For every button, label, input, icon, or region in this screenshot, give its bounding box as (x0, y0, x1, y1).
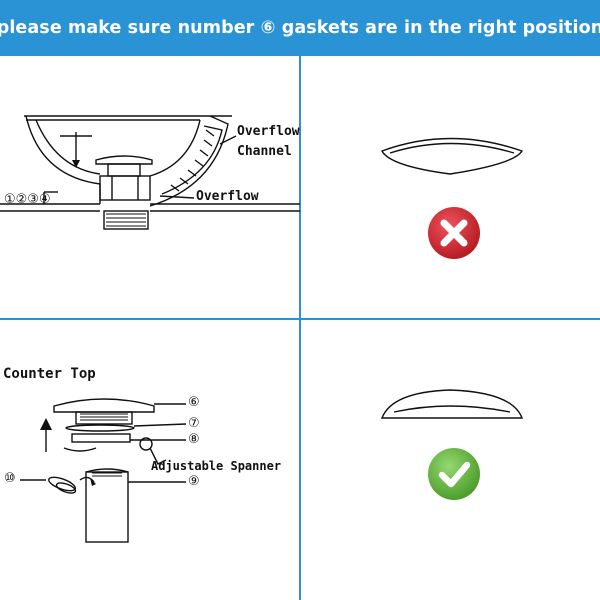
gasket-wrong-orientation (381, 137, 524, 175)
banner-text: please make sure number ⑥ gaskets are in… (0, 18, 600, 38)
part-7-label: ⑦ (188, 416, 200, 431)
check-icon (428, 448, 480, 500)
instruction-banner: please make sure number ⑥ gaskets are in… (0, 0, 600, 56)
overflow-channel-label-line1: Overflow (237, 124, 300, 139)
exploded-assembly-diagram (20, 398, 187, 543)
horizontal-divider (0, 318, 600, 320)
counter-top-label: Counter Top (3, 366, 96, 382)
overflow-channel-label-line2: Channel (237, 144, 292, 159)
part-6-label: ⑥ (188, 395, 200, 410)
gasket-correct-orientation (380, 389, 524, 419)
part-10-label: ⑩ (4, 471, 16, 486)
part-8-label: ⑧ (188, 432, 200, 447)
cross-icon (428, 207, 480, 259)
adjustable-spanner-label: Adjustable Spanner (151, 459, 282, 473)
vertical-divider (299, 56, 301, 600)
overflow-label: Overflow (196, 189, 259, 204)
part-9-label: ⑨ (188, 474, 200, 489)
parts-1-to-4-label: ①②③④ (4, 192, 51, 207)
basin-cross-section-diagram (0, 115, 300, 230)
